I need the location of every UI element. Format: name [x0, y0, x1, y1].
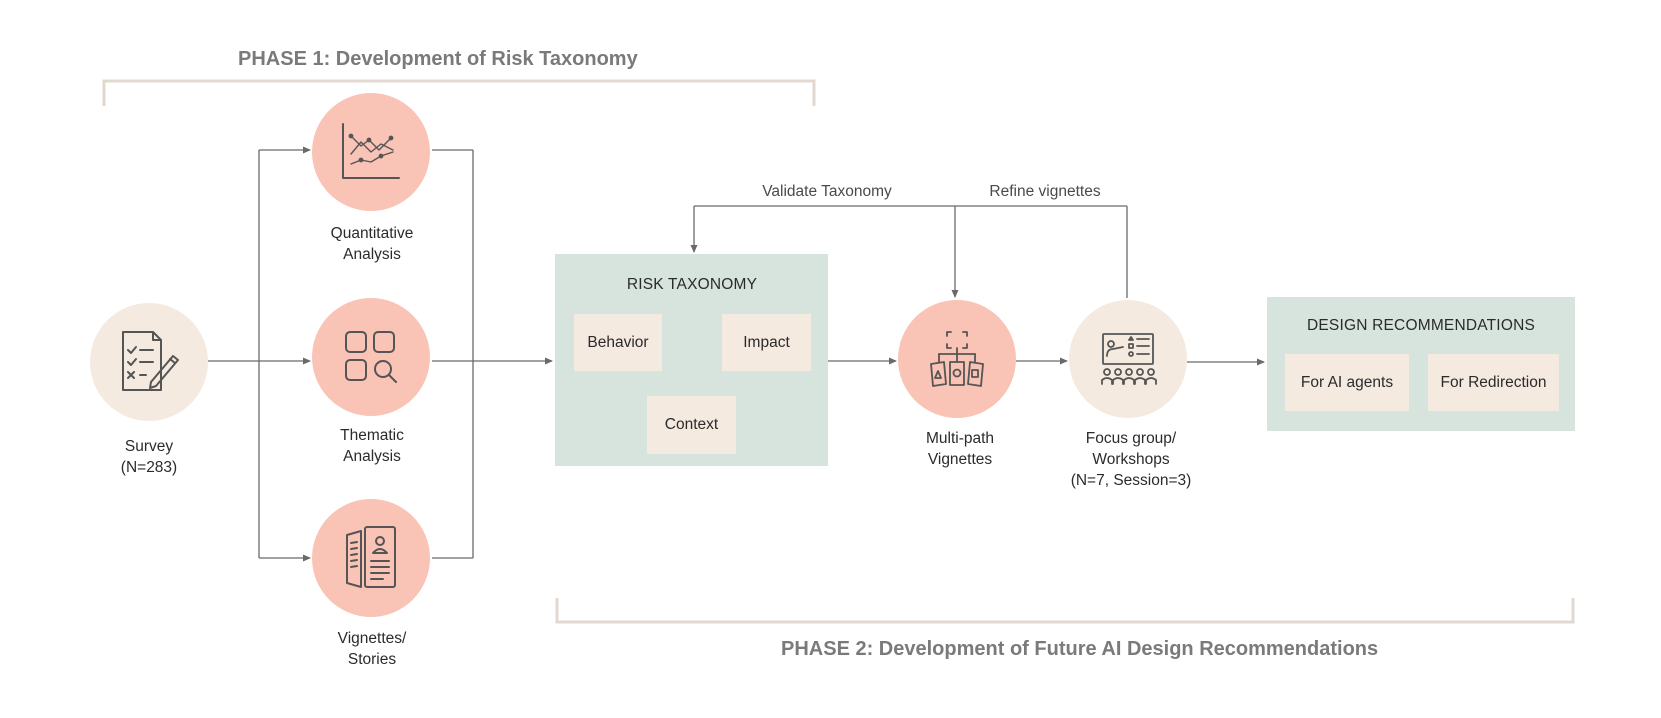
- for-ai-agents-box: For AI agents: [1285, 354, 1409, 411]
- survey-branch-connector: [208, 146, 311, 562]
- focus-label-line2: Workshops: [1092, 451, 1170, 468]
- thematic-label-line1: Thematic: [340, 427, 404, 444]
- survey-checklist-icon: [122, 331, 179, 391]
- quantitative-label-line2: Analysis: [343, 246, 401, 263]
- survey-label-line1: Survey: [124, 438, 174, 455]
- validate-taxonomy-label: Validate Taxonomy: [762, 183, 892, 200]
- thematic-analysis-label: Thematic Analysis: [340, 425, 404, 467]
- grid-search-icon: [345, 331, 397, 383]
- multipath-label-line2: Vignettes: [927, 451, 993, 468]
- context-box: Context: [647, 396, 736, 454]
- presentation-audience-icon: [1101, 333, 1157, 385]
- focus-group-label: Focus group/ Workshops (N=7, Session=3): [1071, 428, 1192, 491]
- impact-box: Impact: [722, 314, 811, 371]
- phase2-title: PHASE 2: Development of Future AI Design…: [781, 638, 1379, 660]
- document-profile-icon: [346, 526, 396, 588]
- branching-documents-icon: [930, 331, 984, 387]
- merge-connector: [432, 149, 553, 559]
- vignettes-label-line2: Stories: [347, 651, 397, 668]
- focus-label-line1: Focus group/: [1085, 430, 1177, 447]
- thematic-analysis-node: [312, 298, 430, 416]
- vignettes-label-line1: Vignettes/: [337, 630, 407, 647]
- for-redirection-box: For Redirection: [1428, 354, 1559, 411]
- behavior-box: Behavior: [574, 314, 662, 371]
- risk-taxonomy-title: RISK TAXONOMY: [626, 276, 758, 293]
- vignettes-stories-label: Vignettes/ Stories: [338, 628, 407, 670]
- feedback-loop-connector: [690, 205, 1128, 298]
- survey-label: Survey (N=283): [121, 436, 177, 478]
- design-recommendations-title: DESIGN RECOMMENDATIONS: [1306, 317, 1536, 334]
- vignettes-stories-node: [312, 499, 430, 617]
- focus-label-line3: (N=7, Session=3): [1070, 472, 1192, 489]
- multipath-vignettes-node: [898, 300, 1016, 418]
- line-chart-icon: [342, 123, 400, 179]
- phase1-title: PHASE 1: Development of Risk Taxonomy: [238, 48, 638, 70]
- survey-node: [90, 303, 208, 421]
- focus-group-node: [1069, 300, 1187, 418]
- thematic-label-line2: Analysis: [343, 448, 401, 465]
- refine-vignettes-label: Refine vignettes: [989, 183, 1101, 200]
- quantitative-label-line1: Quantitative: [330, 225, 414, 242]
- phase2-bracket: [555, 598, 1575, 624]
- quantitative-analysis-node: [312, 93, 430, 211]
- phase1-bracket: [102, 79, 816, 106]
- quantitative-analysis-label: Quantitative Analysis: [331, 223, 414, 265]
- survey-label-line2: (N=283): [120, 459, 178, 476]
- multipath-vignettes-label: Multi-path Vignettes: [926, 428, 994, 470]
- multipath-label-line1: Multi-path: [925, 430, 995, 447]
